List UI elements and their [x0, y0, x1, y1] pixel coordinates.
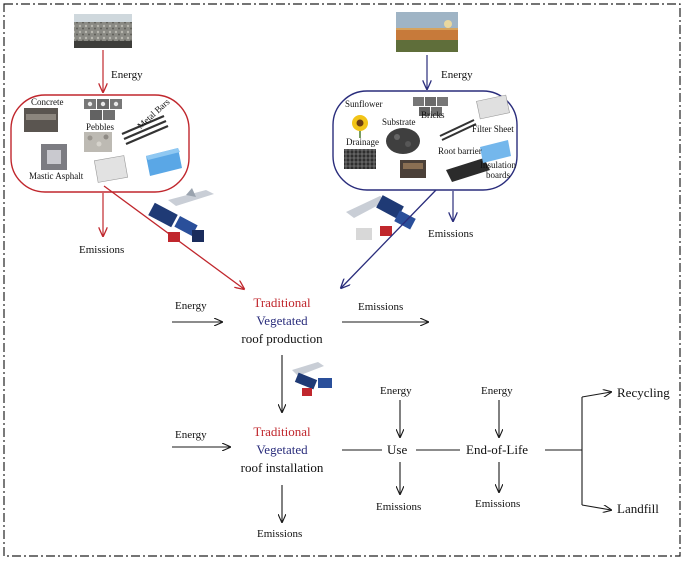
substrate-illustration: [386, 128, 420, 154]
insulation-roll-illustration: [446, 158, 490, 182]
vegetated-emissions-label: Emissions: [428, 228, 474, 240]
vegetated-roof-photo: [396, 12, 458, 52]
eol-emissions-label: Emissions: [475, 498, 521, 510]
production-vegetated-label: Vegetated: [256, 313, 308, 328]
material-root-barrier-label: Root barrier: [438, 146, 482, 156]
installation-stage-label: roof installation: [240, 460, 324, 475]
material-insulation-boards-label: Insulation boards: [480, 160, 516, 180]
use-emissions-label: Emissions: [376, 501, 422, 513]
membrane-roll-illustration: [93, 155, 129, 183]
bricks-illustration: [84, 99, 122, 120]
traditional-energy-label: Energy: [111, 69, 143, 81]
concrete-illustration: [24, 108, 58, 132]
production-emissions-label: Emissions: [358, 301, 404, 313]
material-drainage-label: Drainage: [346, 137, 379, 147]
use-energy-label: Energy: [380, 385, 412, 397]
traditional-materials-box: [10, 94, 190, 193]
installation-vegetated-label: Vegetated: [256, 442, 308, 457]
transport-illustration-left: [148, 188, 214, 242]
pebbles-illustration: [84, 132, 112, 152]
installation-energy-label: Energy: [175, 429, 207, 441]
root-barrier-rods-illustration: [439, 119, 477, 141]
material-pebbles-label: Pebbles: [86, 122, 114, 132]
landfill-label: Landfill: [617, 501, 659, 516]
insulation-board-illustration: [146, 148, 182, 176]
root-barrier-illustration: [400, 160, 426, 178]
vegetated-materials-box: [332, 90, 518, 191]
material-filter-sheet-label: Filter Sheet: [472, 124, 514, 134]
transport-illustration-middle: [292, 362, 332, 396]
outer-frame: [3, 3, 681, 557]
eol-stage-label: End-of-Life: [466, 442, 529, 457]
material-concrete-label: Concrete: [31, 97, 64, 107]
mastic-asphalt-illustration: [41, 144, 67, 170]
material-sunflower-label: Sunflower: [345, 99, 383, 109]
production-energy-label: Energy: [175, 300, 207, 312]
vegetated-insulation-board-illustration: [480, 140, 511, 163]
traditional-roof-photo: [74, 14, 132, 48]
traditional-emissions-label: Emissions: [79, 244, 125, 256]
use-stage-label: Use: [387, 442, 408, 457]
sunflower-illustration: [352, 115, 368, 138]
material-mastic-asphalt-label: Mastic Asphalt: [29, 171, 84, 181]
transport-illustration-right: [346, 195, 416, 240]
metal-bars-illustration: [121, 114, 169, 146]
eol-energy-label: Energy: [481, 385, 513, 397]
filter-sheet-illustration: [476, 94, 510, 120]
production-stage-label: roof production: [241, 331, 323, 346]
installation-traditional-label: Traditional: [253, 424, 311, 439]
recycling-label: Recycling: [617, 385, 670, 400]
material-substrate-label: Substrate: [382, 117, 416, 127]
material-bricks-label: Bricks: [421, 110, 445, 120]
vegetated-bricks-illustration: [413, 97, 448, 116]
installation-emissions-label: Emissions: [257, 528, 303, 540]
production-traditional-label: Traditional: [253, 295, 311, 310]
vegetated-energy-label: Energy: [441, 69, 473, 81]
drainage-illustration: [344, 149, 376, 169]
